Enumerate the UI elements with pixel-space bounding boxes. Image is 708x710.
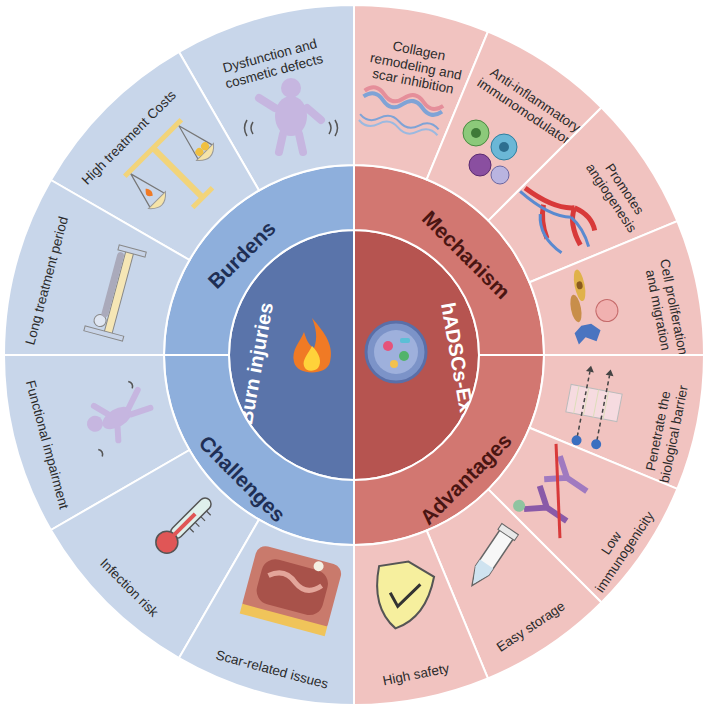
sector-shape [354,531,488,705]
sector-label: High treatment Costs [71,79,188,196]
exosome-icon [366,322,426,382]
sector-label: Easy storage [476,587,584,667]
sector-label: Collagen remodeling and scar inhibition [353,32,480,101]
fall-icon [76,378,159,456]
scale-icon [119,114,237,232]
sector-label: Cell proliferation and migration [639,247,693,371]
sector-shape [354,230,479,480]
sector-shape [164,355,354,545]
sector-label: High safety [356,655,477,694]
center-label: Burn injuries [232,288,281,440]
sector-shape [530,221,704,355]
ring-label: Advantages [408,421,524,537]
sector-label: Functional impairment [20,371,74,520]
migration-icon [563,263,623,345]
thermometer-icon [151,492,217,558]
sector-shape [179,5,354,190]
sector-shape [427,32,602,221]
sector-shape [51,52,259,260]
sector-label: Promotes angiogenesis [572,135,664,252]
sector-shape [488,108,677,283]
person-icon [245,78,338,152]
sector-label: Anti-inflammatory immunomodulatory [472,60,589,152]
sector-shape [4,355,189,530]
sector-shape [229,230,354,480]
ring-label: Burdens [184,197,300,313]
sector-shape [354,165,544,355]
cells-icon [463,120,517,184]
sector-shape [354,5,488,179]
sector-shape [427,489,602,678]
sector-label: Scar-related issues [197,643,346,697]
ring-label: Mechanism [408,197,524,313]
shield-icon [368,556,436,633]
antibody-icon [511,443,603,540]
vessel-icon [517,168,602,264]
sector-shape [4,180,189,355]
sector-label: Penetrate the biological barrier [639,371,693,495]
tube-icon [464,524,519,592]
sector-label: Long treatment period [20,206,74,355]
sector-shape [164,165,354,355]
ring-label: Challenges [184,421,300,537]
bed-icon [84,242,146,341]
collagen-icon [358,86,444,140]
sector-shape [354,355,544,545]
sector-label: Low immunogenicity [572,489,664,606]
sector-shape [51,450,259,658]
fire-icon [293,318,331,373]
sector-shape [530,355,704,489]
sector-shape [488,428,677,603]
center-label: hADSCs-Exo [434,288,483,440]
sector-label: Infection risk [71,529,188,646]
sector-label: Dysfunction and cosmetic defects [195,29,348,98]
sector-shape [179,520,354,705]
scar-icon [240,544,344,636]
barrier-icon [560,363,627,452]
